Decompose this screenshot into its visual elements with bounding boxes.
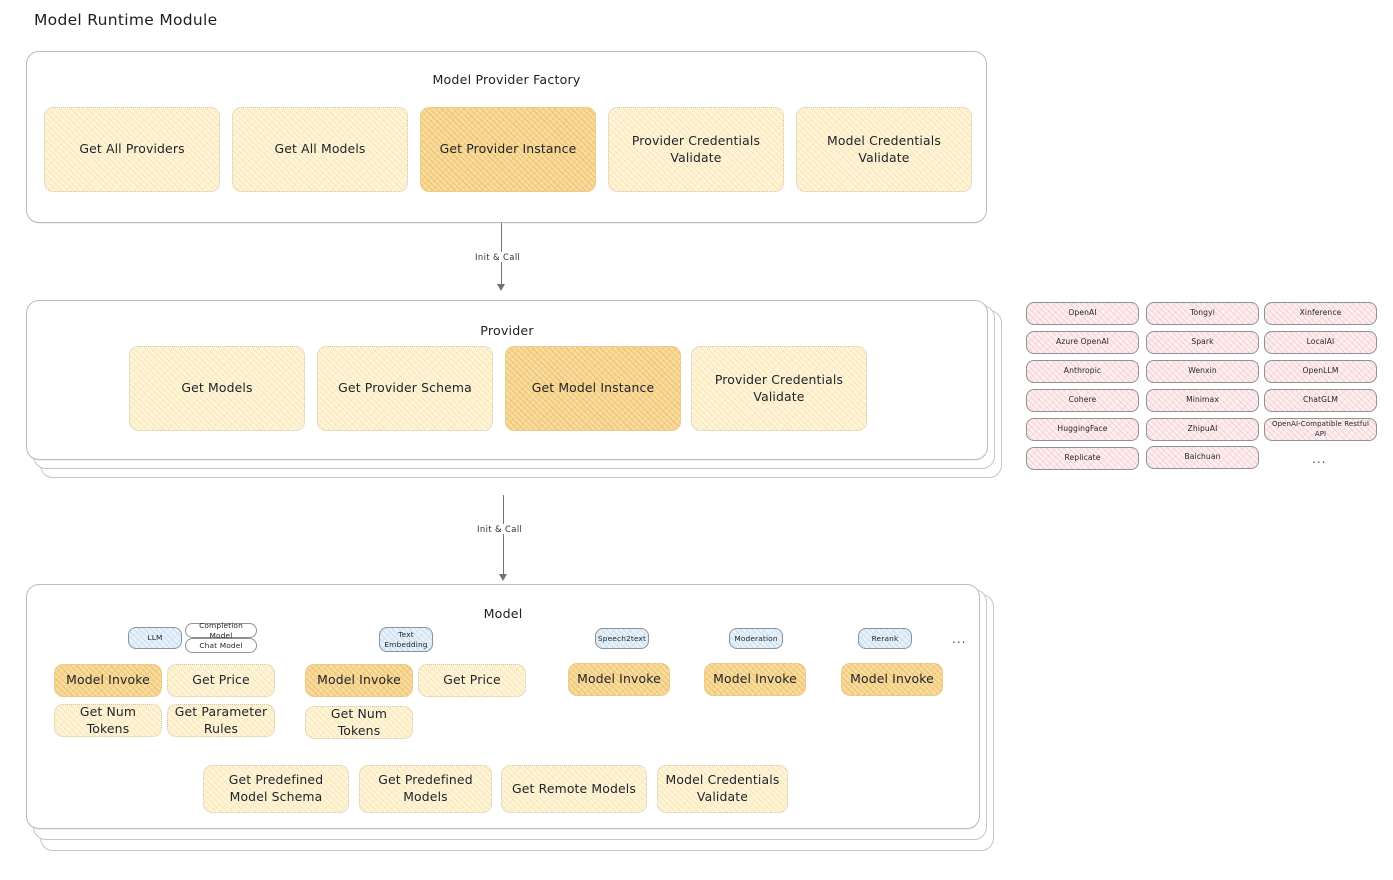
provider-list-more-ellipsis: ... [1312,452,1327,466]
node-rerank-model-invoke[interactable]: Model Invoke [841,663,943,696]
provider-chip-minimax[interactable]: Minimax [1146,389,1259,412]
node-get-model-instance[interactable]: Get Model Instance [505,346,681,431]
node-moderation-model-invoke[interactable]: Model Invoke [704,663,806,696]
node-llm-get-parameter-rules[interactable]: Get Parameter Rules [167,704,275,737]
provider-chip-baichuan[interactable]: Baichuan [1146,446,1259,469]
node-get-remote-models[interactable]: Get Remote Models [501,765,647,813]
node-embedding-get-price[interactable]: Get Price [418,664,526,697]
arrow-label-init-call-2: Init & Call [474,524,526,534]
model-subtype-chat-model[interactable]: Chat Model [185,638,257,653]
node-model-credentials-validate-2[interactable]: Model Credentials Validate [657,765,788,813]
provider-chip-cohere[interactable]: Cohere [1026,389,1139,412]
model-subtype-completion-model[interactable]: Completion Model [185,621,257,640]
arrow-label-init-call-1: Init & Call [472,252,524,262]
node-get-predefined-model-schema[interactable]: Get Predefined Model Schema [203,765,349,813]
node-llm-get-num-tokens[interactable]: Get Num Tokens [54,704,162,737]
node-provider-credentials-validate[interactable]: Provider Credentials Validate [608,107,784,192]
page-title: Model Runtime Module [34,11,218,29]
panel-model: Model [26,584,980,829]
provider-chip-xinference[interactable]: Xinference [1264,302,1377,325]
model-type-badge-text-embedding[interactable]: Text Embedding [379,627,433,652]
node-get-all-providers[interactable]: Get All Providers [44,107,220,192]
node-provider-credentials-validate-2[interactable]: Provider Credentials Validate [691,346,867,431]
arrow-provider-to-model-line [503,495,505,575]
node-llm-get-price[interactable]: Get Price [167,664,275,697]
node-speech2text-model-invoke[interactable]: Model Invoke [568,663,670,696]
arrow-factory-to-provider-head [497,284,505,291]
provider-chip-spark[interactable]: Spark [1146,331,1259,354]
provider-chip-openai-compatible[interactable]: OpenAI-Compatible Restful API [1264,418,1377,441]
arrow-provider-to-model-head [499,574,507,581]
panel-title-provider: Provider [480,323,534,338]
model-type-badge-llm[interactable]: LLM [128,627,182,649]
provider-chip-openai[interactable]: OpenAI [1026,302,1139,325]
model-type-badge-rerank[interactable]: Rerank [858,628,912,649]
model-type-badge-moderation[interactable]: Moderation [729,628,783,649]
node-get-predefined-models[interactable]: Get Predefined Models [359,765,492,813]
provider-chip-zhipuai[interactable]: ZhipuAI [1146,418,1259,441]
panel-title-model: Model [483,606,523,621]
node-get-provider-schema[interactable]: Get Provider Schema [317,346,493,431]
provider-chip-replicate[interactable]: Replicate [1026,447,1139,470]
node-embedding-get-num-tokens[interactable]: Get Num Tokens [305,706,413,739]
node-llm-model-invoke[interactable]: Model Invoke [54,664,162,697]
node-get-provider-instance[interactable]: Get Provider Instance [420,107,596,192]
model-types-more-ellipsis: ... [952,632,967,646]
provider-chip-anthropic[interactable]: Anthropic [1026,360,1139,383]
node-embedding-model-invoke[interactable]: Model Invoke [305,664,413,697]
provider-chip-chatglm[interactable]: ChatGLM [1264,389,1377,412]
provider-chip-wenxin[interactable]: Wenxin [1146,360,1259,383]
provider-chip-azure-openai[interactable]: Azure OpenAI [1026,331,1139,354]
panel-title-factory: Model Provider Factory [432,72,581,87]
provider-chip-tongyi[interactable]: Tongyi [1146,302,1259,325]
node-model-credentials-validate[interactable]: Model Credentials Validate [796,107,972,192]
node-get-all-models[interactable]: Get All Models [232,107,408,192]
provider-chip-localai[interactable]: LocalAI [1264,331,1377,354]
provider-chip-huggingface[interactable]: HuggingFace [1026,418,1139,441]
node-get-models[interactable]: Get Models [129,346,305,431]
provider-chip-openllm[interactable]: OpenLLM [1264,360,1377,383]
model-type-badge-speech2text[interactable]: Speech2text [595,628,649,649]
